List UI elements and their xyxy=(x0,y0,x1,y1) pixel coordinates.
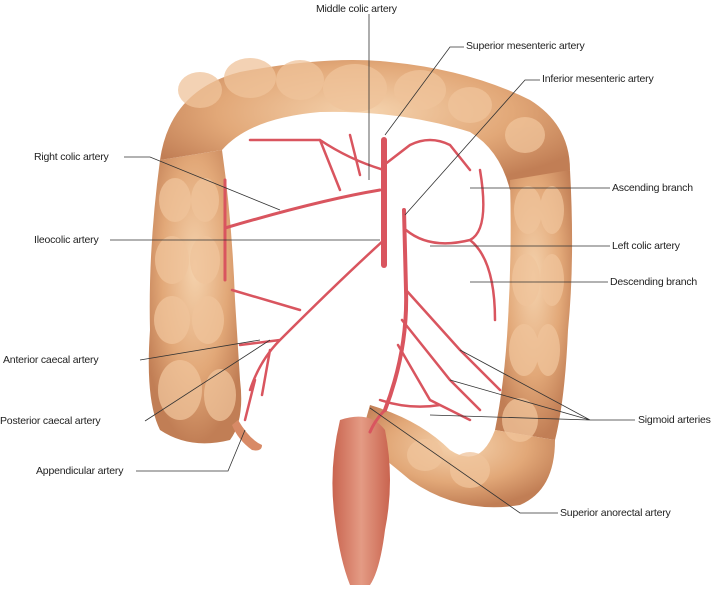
colon xyxy=(148,58,573,585)
label-appendicular-artery: Appendicular artery xyxy=(36,465,124,477)
label-ileocolic-artery: Ileocolic artery xyxy=(34,234,99,246)
label-descending-branch: Descending branch xyxy=(610,276,698,288)
label-left-colic-artery: Left colic artery xyxy=(612,240,680,252)
label-sigmoid-arteries: Sigmoid arteries xyxy=(638,414,711,426)
leader-lines xyxy=(110,14,635,514)
arteries xyxy=(223,133,502,434)
label-right-colic-artery: Right colic artery xyxy=(34,151,109,163)
rectum xyxy=(332,416,390,585)
label-superior-anorectal-artery: Superior anorectal artery xyxy=(560,507,671,519)
label-ascending-branch: Ascending branch xyxy=(612,182,693,194)
label-anterior-caecal-artery: Anterior caecal artery xyxy=(3,354,99,366)
label-middle-colic-artery: Middle colic artery xyxy=(316,3,397,15)
label-inferior-mesenteric-artery: Inferior mesenteric artery xyxy=(542,73,654,85)
label-posterior-caecal-artery: Posterior caecal artery xyxy=(0,415,101,427)
label-superior-mesenteric-artery: Superior mesenteric artery xyxy=(466,40,585,52)
